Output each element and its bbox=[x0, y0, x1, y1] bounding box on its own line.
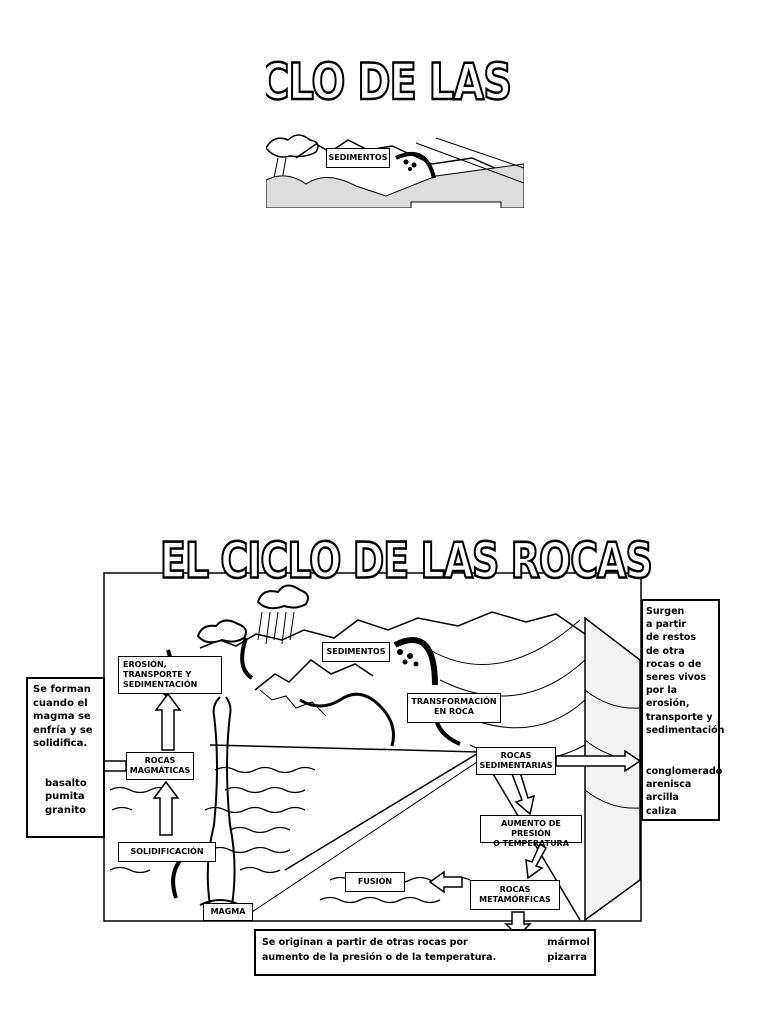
thumbnail-sedimentos-label: SEDIMENTOS bbox=[326, 148, 390, 168]
label-transformacion: TRANSFORMACIÓN EN ROCA bbox=[407, 693, 501, 723]
label-fusion: FUSIÓN bbox=[345, 872, 405, 892]
sedimentary-rocks-description: Surgen a partir de restos de otra rocas … bbox=[646, 606, 725, 736]
sedimentary-rocks-examples: conglomerado arenisca arcilla caliza bbox=[646, 766, 723, 817]
thumbnail-title: CLO DE LAS ROC bbox=[266, 53, 524, 113]
magmatic-rocks-info-box: Se forman cuando el magma se enfría y se… bbox=[26, 677, 105, 838]
magmatic-rocks-examples: basalto pumita granito bbox=[45, 777, 87, 816]
metamorphic-rocks-info-box: Se originan a partir de otras rocas por … bbox=[254, 929, 596, 976]
thumbnail-illustration bbox=[266, 134, 524, 208]
metamorphic-rocks-description: Se originan a partir de otras rocas por … bbox=[262, 937, 497, 963]
label-solidificacion: SOLIDIFICACIÓN bbox=[118, 842, 216, 862]
sedimentary-rocks-info-box: Surgen a partir de restos de otra rocas … bbox=[641, 599, 725, 821]
thumbnail-preview: CLO DE LAS ROC SEDIMENTOS bbox=[266, 48, 524, 208]
label-rocas-sedimentarias: ROCAS SEDIMENTARIAS bbox=[476, 747, 556, 775]
metamorphic-rocks-examples: mármol pizarra bbox=[547, 937, 590, 963]
magmatic-rocks-description: Se forman cuando el magma se enfría y se… bbox=[33, 684, 93, 749]
label-sedimentos: SEDIMENTOS bbox=[322, 642, 390, 662]
diagram-title: EL CICLO DE LAS ROCAS bbox=[159, 531, 654, 591]
label-magma: MAGMA bbox=[203, 903, 253, 921]
label-aumento-presion: AUMENTO DE PRESIÓN O TEMPERATURA bbox=[480, 815, 582, 848]
label-rocas-metamorficas: ROCAS METAMÓRFICAS bbox=[470, 880, 560, 910]
label-rocas-magmaticas: ROCAS MAGMÁTICAS bbox=[126, 752, 194, 780]
label-erosion: EROSIÓN, TRANSPORTE Y SEDIMENTACIÓN bbox=[118, 656, 222, 694]
